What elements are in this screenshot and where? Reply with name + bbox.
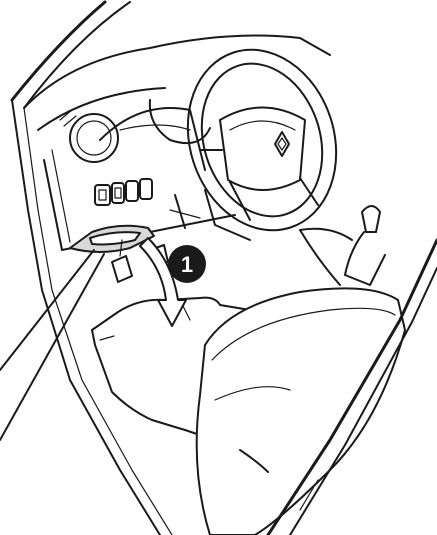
gear-lever: [300, 206, 385, 285]
brand-emblem-icon: [275, 132, 289, 156]
seat: [197, 288, 405, 535]
switch-panel: [95, 179, 152, 205]
air-vent: [60, 110, 118, 162]
step-number-label: 1: [181, 252, 193, 277]
door-frame: [12, 2, 172, 535]
step-callout-badge: 1: [168, 245, 206, 283]
